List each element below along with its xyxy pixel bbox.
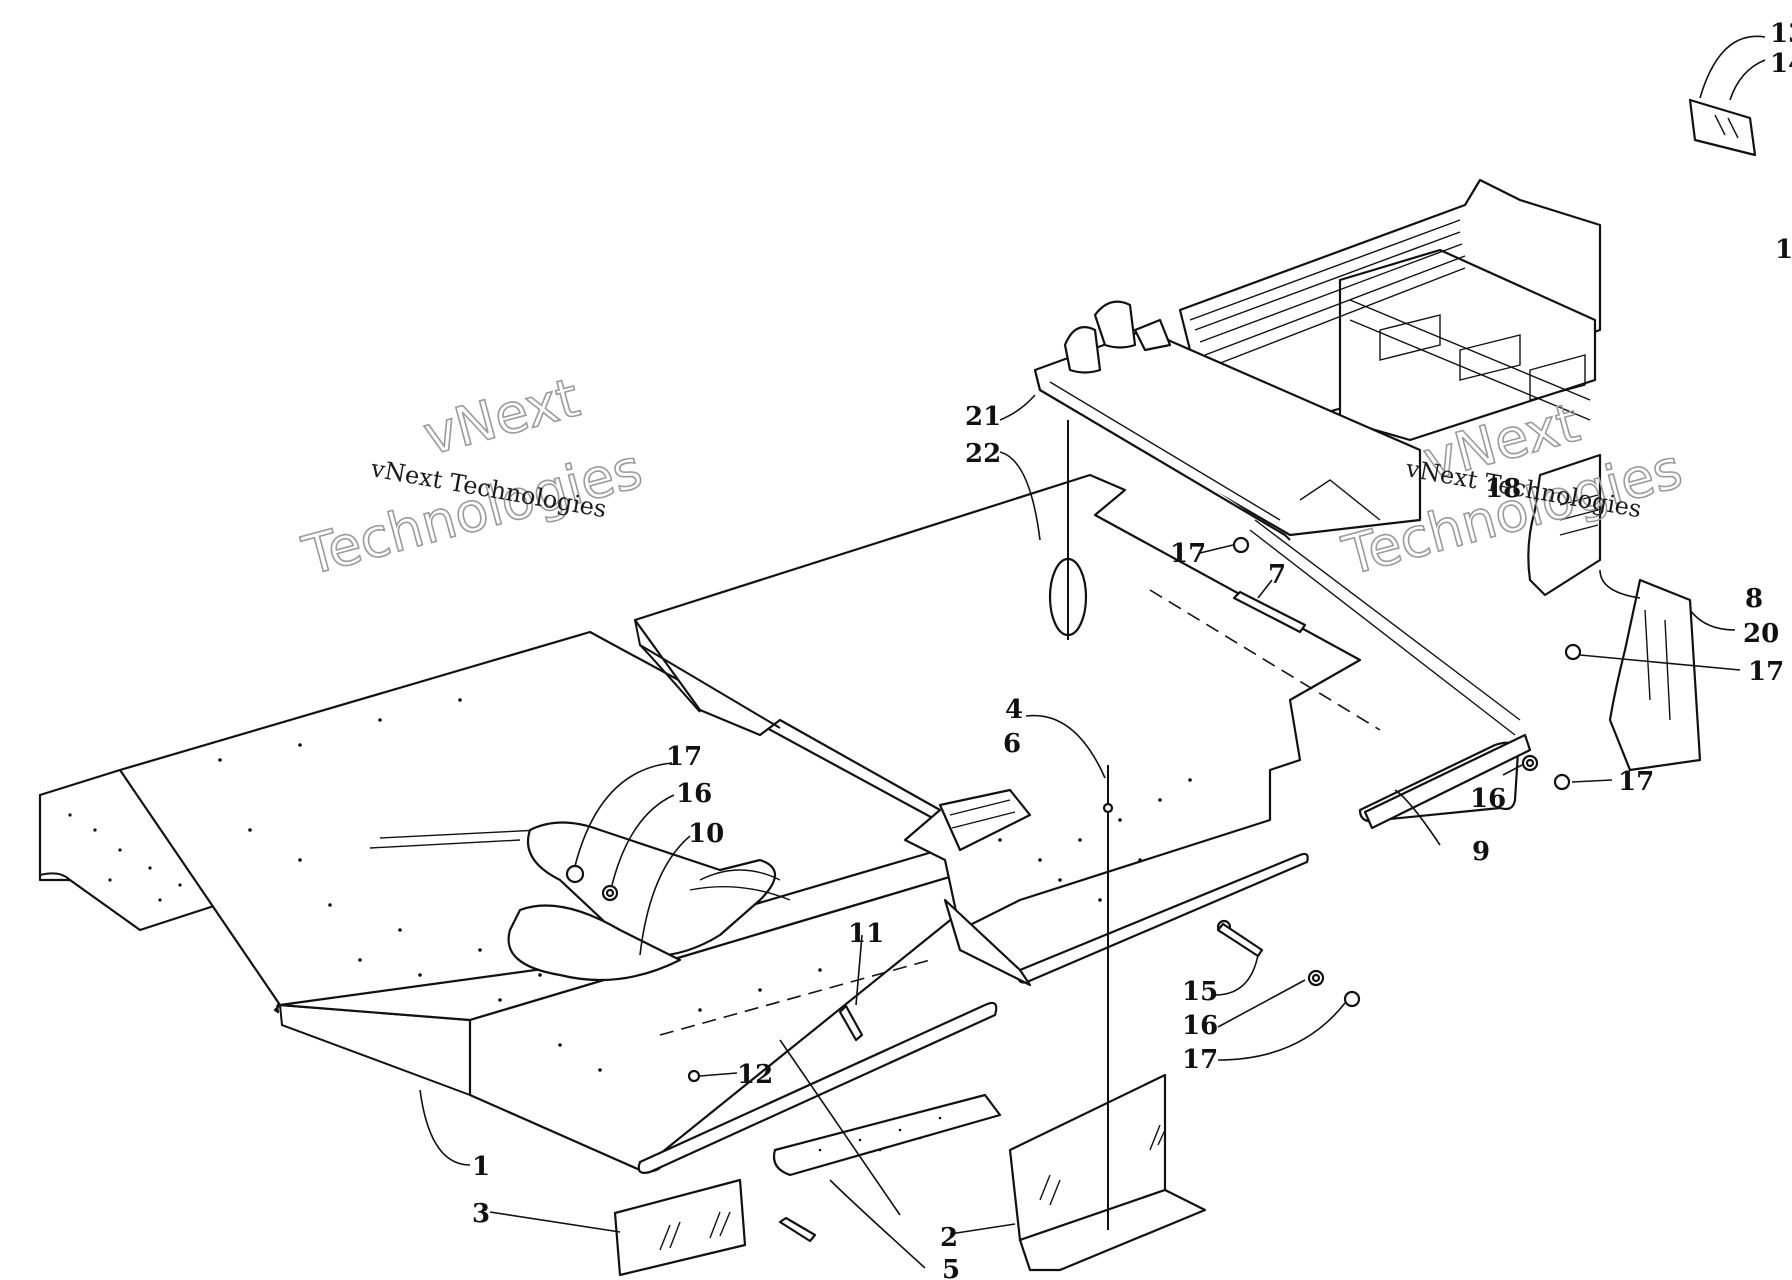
callout-6: 6 bbox=[1003, 729, 1021, 759]
callout-17-c: 17 bbox=[1618, 767, 1654, 797]
callout-16-c: 16 bbox=[1182, 1011, 1218, 1041]
callout-21: 21 bbox=[965, 402, 1001, 432]
tunnel-center-panel bbox=[633, 473, 1381, 987]
callout-12: 12 bbox=[737, 1060, 773, 1090]
watermark-left-big-1: vNext bbox=[417, 366, 586, 468]
callout-20: 20 bbox=[1743, 619, 1779, 649]
tunnel-plate-1 bbox=[118, 630, 1012, 1174]
fasteners bbox=[565, 536, 1582, 1243]
callout-13: 13 bbox=[1770, 19, 1792, 49]
callout-2: 2 bbox=[940, 1223, 958, 1253]
callout-16-b: 16 bbox=[676, 779, 712, 809]
callout-14: 14 bbox=[1770, 49, 1792, 79]
callout-10: 10 bbox=[688, 819, 724, 849]
callout-7: 7 bbox=[1268, 560, 1286, 590]
clip-22 bbox=[1048, 420, 1088, 640]
plate-13-14 bbox=[1688, 98, 1757, 157]
callout-17-a: 17 bbox=[1170, 539, 1206, 569]
callout-1: 1 bbox=[472, 1152, 490, 1182]
callout-8: 8 bbox=[1745, 584, 1763, 614]
leader-lines bbox=[419, 35, 1766, 1269]
callout-4: 4 bbox=[1005, 695, 1023, 725]
callout-labels: 13 14 19 21 22 18 17 7 8 20 17 4 6 17 16… bbox=[472, 19, 1792, 1280]
rail-assembly bbox=[1178, 178, 1702, 772]
callout-22: 22 bbox=[965, 439, 1001, 469]
callout-15: 15 bbox=[1182, 977, 1218, 1007]
callout-17-e: 17 bbox=[1182, 1045, 1218, 1075]
callout-17-b: 17 bbox=[1748, 657, 1784, 687]
callout-16-a: 16 bbox=[1470, 784, 1506, 814]
front-bar-21 bbox=[1033, 300, 1422, 541]
callout-19: 19 bbox=[1775, 235, 1792, 265]
bracket-2 bbox=[1008, 1073, 1207, 1272]
rod-9 bbox=[1249, 519, 1532, 830]
callout-18: 18 bbox=[1485, 474, 1521, 504]
housing-10 bbox=[507, 821, 791, 982]
step-pad bbox=[772, 1093, 1002, 1177]
callout-5: 5 bbox=[942, 1255, 960, 1280]
plate-3 bbox=[613, 1178, 747, 1277]
callout-9: 9 bbox=[1472, 837, 1490, 867]
watermark-left: vNext Technologies vNext Technologies bbox=[295, 365, 649, 589]
callout-17-d: 17 bbox=[666, 742, 702, 772]
callout-3: 3 bbox=[472, 1199, 490, 1229]
callout-11: 11 bbox=[848, 919, 884, 949]
